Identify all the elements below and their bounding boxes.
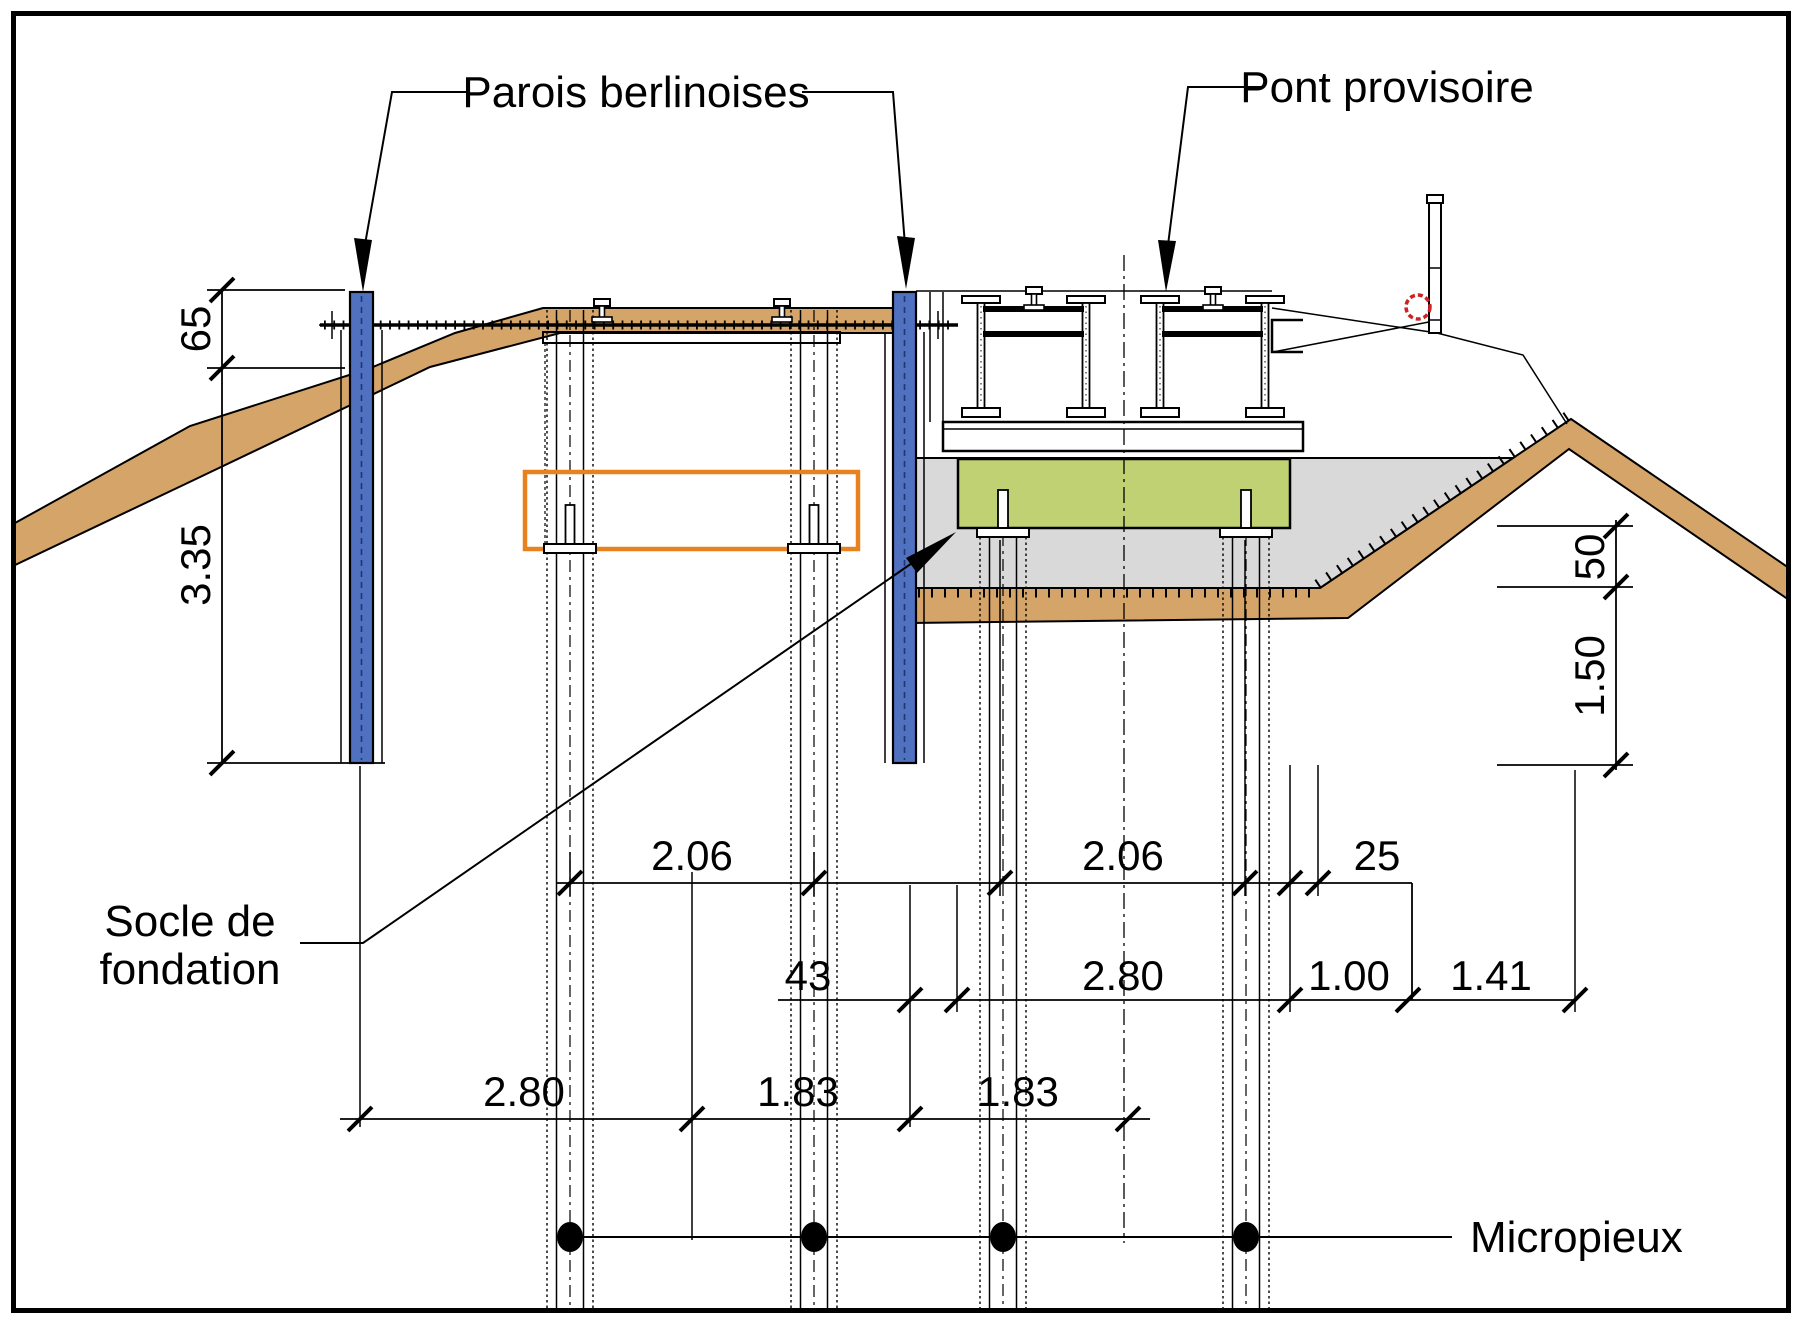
micropile-markers: [557, 1222, 1452, 1252]
label-socle-line1: Socle de: [104, 897, 275, 946]
anchor-rod-1: [564, 504, 576, 546]
anchor-rod-2: [808, 504, 820, 546]
arrowhead-parois-right: [897, 236, 915, 289]
i-beam-3: [1140, 295, 1180, 418]
rail-right: [771, 298, 793, 323]
approach-line: [1271, 307, 1438, 334]
pit-slope-line: [1319, 418, 1572, 589]
dim-206a: 2.06: [651, 832, 733, 879]
red-marker-circle: [1404, 293, 1432, 321]
dim-43: 43: [785, 952, 832, 999]
dim-left-chain: 65 3.35: [172, 276, 385, 777]
dim-280b: 2.80: [1082, 952, 1164, 999]
dim-65: 65: [172, 306, 219, 353]
micropiles: [546, 310, 1270, 1308]
guard-post: [1426, 194, 1444, 334]
dim-280c: 2.80: [483, 1068, 565, 1115]
dim-row-top: 2.06 2.06 25: [556, 540, 1413, 1012]
dim-row-middle: 43 2.80 1.00 1.41: [778, 770, 1589, 1127]
anchor-rod-4: [1240, 489, 1252, 529]
approach-line: [1272, 320, 1435, 353]
label-pont-provisoire: Pont provisoire: [1240, 63, 1533, 112]
micropile-shaft-4: [1222, 459, 1270, 1308]
arrowhead-parois-left: [354, 238, 372, 292]
label-micropieux: Micropieux: [1470, 1213, 1683, 1262]
annotations: Parois berlinoises Pont provisoire Socle…: [99, 63, 1682, 1262]
dim-right-chain: 50 1.50: [1497, 512, 1633, 779]
label-socle-line2: fondation: [99, 945, 280, 994]
survey-cross-right: [925, 311, 951, 339]
micropile-shaft-1: [546, 310, 594, 1308]
left-soil-band: [14, 307, 911, 567]
rail-left: [591, 298, 613, 323]
pile-plate-1: [543, 543, 597, 554]
pile-plate-4: [1219, 527, 1273, 538]
micropile-dot-2: [801, 1222, 827, 1252]
dim-25: 25: [1354, 832, 1401, 879]
sleeper-bundle: [542, 331, 841, 344]
i-beam-4: [1245, 295, 1285, 418]
dim-100: 1.00: [1308, 952, 1390, 999]
label-parois-berlinoises: Parois berlinoises: [462, 68, 809, 117]
dim-row-bottom: 2.80 1.83 1.83: [340, 766, 1150, 1240]
dim-183a: 1.83: [757, 1068, 839, 1115]
drawing-frame: [11, 11, 1791, 1313]
leader-socle: [300, 560, 916, 944]
dim-50: 50: [1566, 534, 1613, 581]
micropile-shaft-2: [790, 310, 838, 1308]
end-bracket: [1270, 318, 1303, 354]
i-beam-2: [1066, 295, 1106, 418]
berlin-walls: [340, 290, 944, 765]
dimensions: 65 3.35 50 1.50 2.06 2.06 2: [172, 276, 1633, 1240]
existing-track: [319, 298, 958, 552]
bridge-rail-left: [1023, 286, 1045, 311]
leader-parois-right: [802, 91, 906, 246]
pile-plate-3: [976, 527, 1030, 538]
future-socle-outline: [522, 469, 861, 552]
leader-pont: [1167, 86, 1262, 246]
temporary-bridge: [916, 194, 1568, 1243]
bearing-slab: [941, 420, 1305, 453]
dim-206b: 2.06: [1082, 832, 1164, 879]
dim-141: 1.41: [1450, 952, 1532, 999]
survey-cross-left: [319, 311, 345, 339]
ground-line-right: [1436, 332, 1568, 425]
micropile-dot-1: [557, 1222, 583, 1252]
pile-plate-2: [787, 543, 841, 554]
dim-150: 1.50: [1566, 635, 1613, 717]
dim-335: 3.35: [172, 524, 219, 606]
bridge-rail-right: [1202, 286, 1224, 311]
dim-183b: 1.83: [977, 1068, 1059, 1115]
i-beam-1: [961, 295, 1001, 418]
arrowhead-socle: [906, 532, 956, 573]
micropile-dot-4: [1233, 1222, 1259, 1252]
arrowhead-pont: [1158, 240, 1176, 292]
leader-parois-left: [363, 91, 470, 251]
micropile-dot-3: [990, 1222, 1016, 1252]
anchor-rod-3: [997, 489, 1009, 529]
micropile-shaft-3: [979, 459, 1027, 1308]
